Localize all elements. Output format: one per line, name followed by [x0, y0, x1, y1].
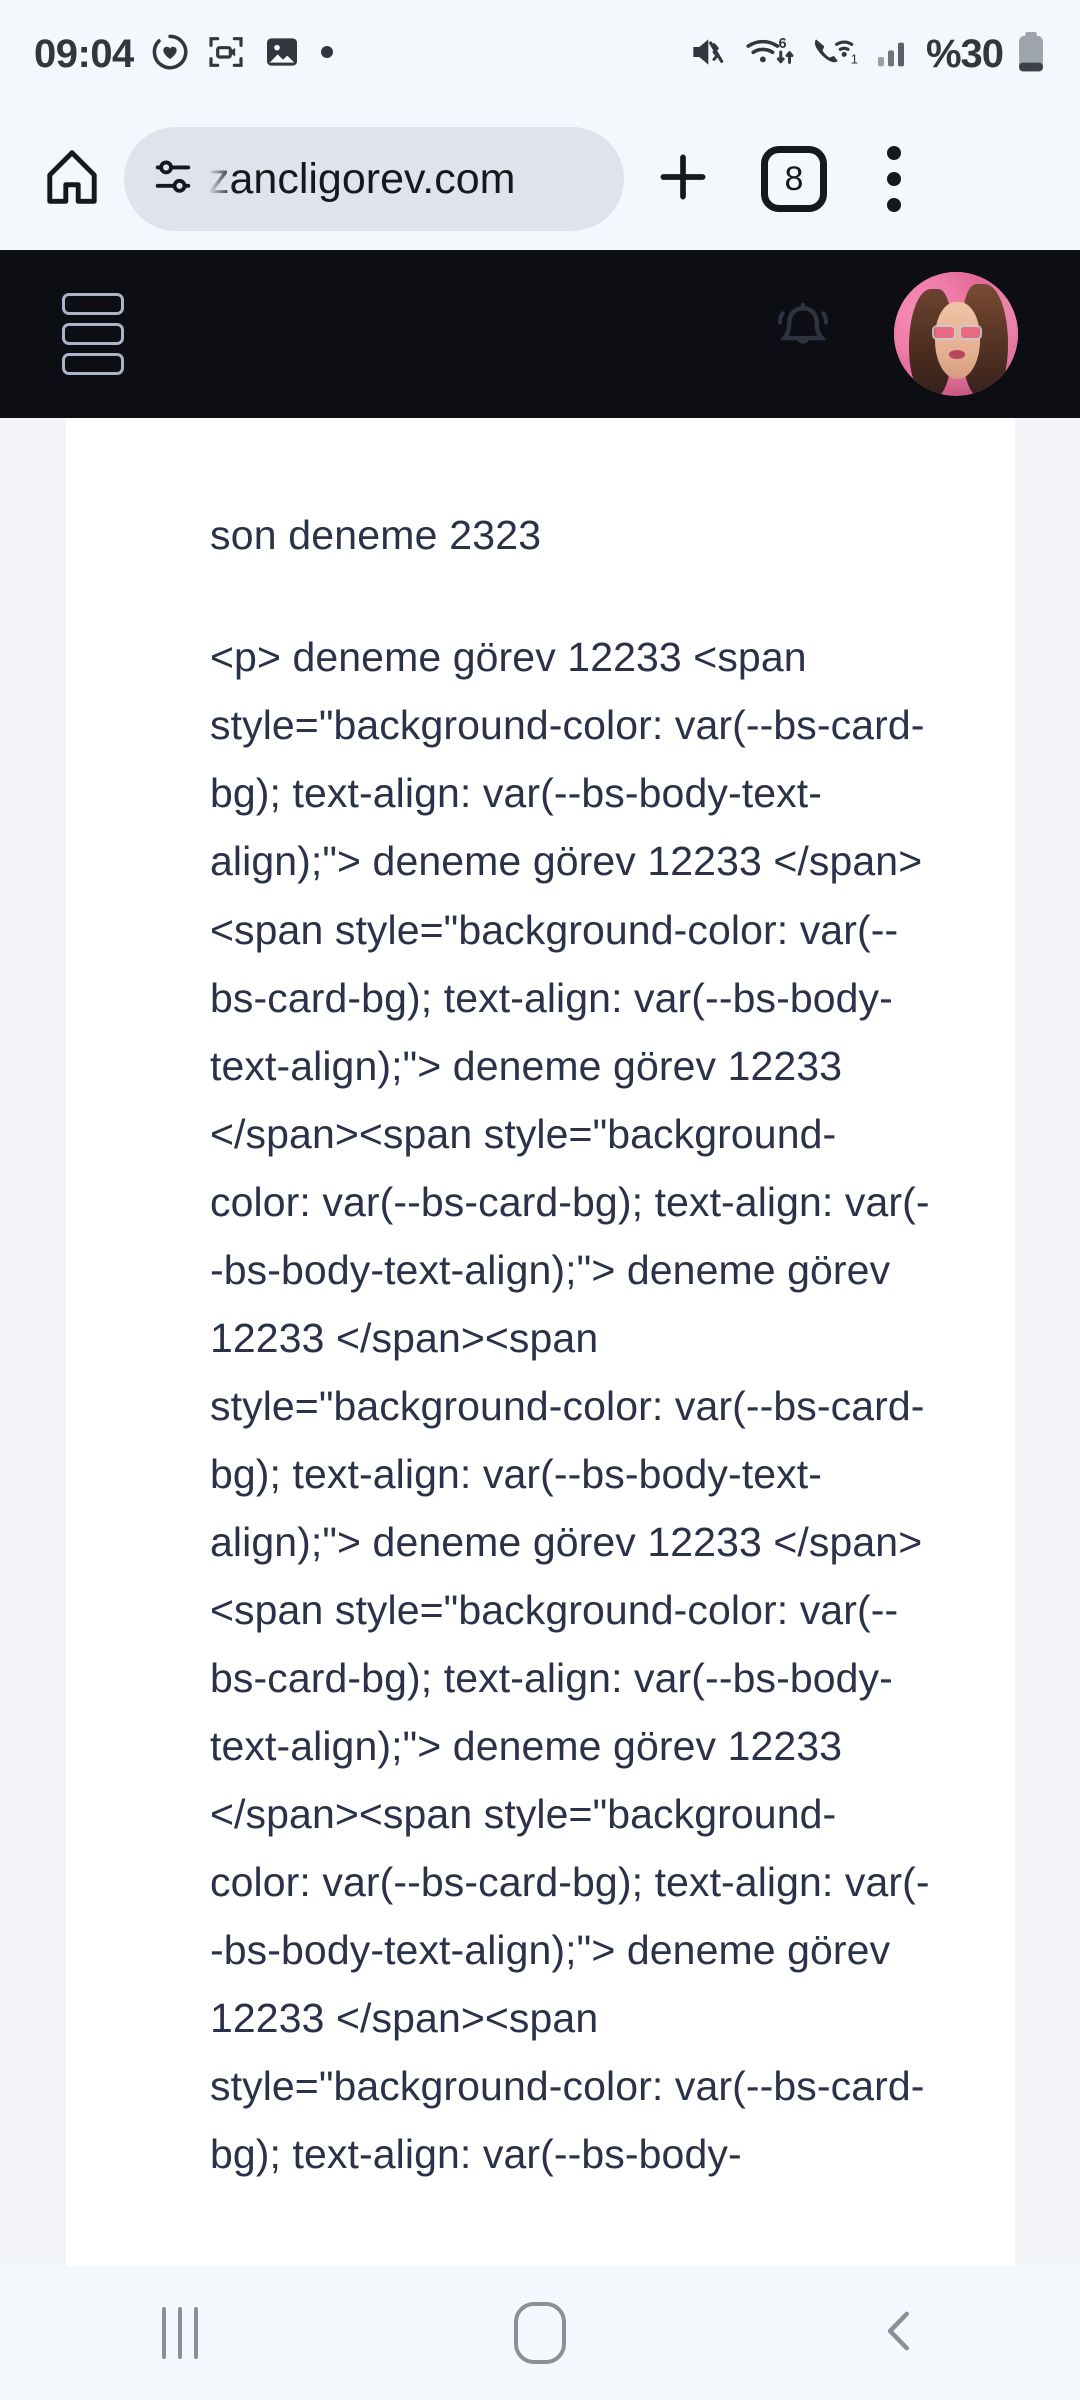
wifi-calling-icon: 1: [810, 32, 860, 77]
recents-bar-1: [162, 2307, 166, 2359]
avatar-face: [934, 301, 980, 379]
back-chevron-icon: [873, 2304, 927, 2363]
recents-button[interactable]: [80, 2307, 280, 2359]
post-body: <p> deneme görev 12233 <span style="back…: [210, 634, 930, 2178]
avatar-lips: [948, 350, 965, 359]
home-nav-icon: [514, 2302, 566, 2364]
plus-icon: [652, 146, 714, 213]
avatar-lens-left: [932, 325, 956, 341]
url-text[interactable]: zancligorev.com: [208, 154, 516, 203]
browser-menu-button[interactable]: [846, 146, 942, 212]
system-navigation-bar: [0, 2266, 1080, 2400]
hamburger-bar-1: [62, 293, 124, 315]
app-header: [0, 250, 1080, 418]
post-title: son deneme 2323: [210, 512, 542, 558]
wifi-6-icon: 6: [745, 32, 797, 77]
avatar-lens-right: [958, 325, 983, 341]
recents-bar-3: [194, 2307, 198, 2359]
hamburger-bar-3: [62, 353, 124, 375]
gallery-image-icon: [262, 32, 302, 77]
tune-sliders-icon[interactable]: [150, 154, 196, 205]
home-icon: [41, 146, 103, 213]
bell-icon[interactable]: [770, 299, 836, 370]
health-heart-icon: [150, 32, 190, 77]
battery-percent-label: %30: [925, 31, 1004, 76]
content-card: son deneme 2323 <p> deneme görev 12233 <…: [66, 418, 1015, 2266]
url-bar[interactable]: zancligorev.com: [124, 127, 624, 231]
signal-bars-icon: [873, 32, 913, 77]
content-card-inner: son deneme 2323 <p> deneme görev 12233 <…: [66, 418, 1015, 2188]
mute-vibrate-icon: [688, 32, 732, 77]
status-bar-left: 09:04: [34, 32, 336, 77]
home-nav-button[interactable]: [440, 2302, 640, 2364]
hamburger-bar-2: [62, 323, 124, 345]
three-dot-menu-icon: [887, 146, 901, 160]
new-tab-button[interactable]: [624, 146, 742, 213]
recents-icon: [162, 2307, 198, 2359]
browser-toolbar: zancligorev.com 8: [0, 108, 1080, 250]
three-dot-menu-icon-dot3: [887, 198, 901, 212]
recents-bar-2: [178, 2307, 182, 2359]
status-clock: 09:04: [34, 31, 134, 76]
dot-indicator-icon: [318, 43, 336, 66]
battery-icon: [1016, 31, 1046, 78]
svg-text:6: 6: [778, 36, 786, 52]
home-button[interactable]: [24, 146, 120, 213]
page-content-area[interactable]: son deneme 2323 <p> deneme görev 12233 <…: [0, 418, 1080, 2266]
svg-text:1: 1: [851, 51, 858, 66]
back-button[interactable]: [800, 2304, 1000, 2363]
avatar[interactable]: [894, 272, 1018, 396]
app-header-actions: [770, 272, 1018, 396]
screen-record-icon: [206, 32, 246, 77]
three-dot-menu-icon-dot2: [887, 172, 901, 186]
tab-counter-box: 8: [761, 146, 827, 212]
avatar-sunglasses: [932, 325, 983, 341]
status-bar-right: 6 1: [688, 31, 1046, 78]
hamburger-menu-icon[interactable]: [62, 293, 124, 375]
tab-count-label: 8: [784, 160, 804, 198]
status-bar: 09:04: [0, 0, 1080, 108]
tab-switcher-button[interactable]: 8: [742, 146, 846, 212]
